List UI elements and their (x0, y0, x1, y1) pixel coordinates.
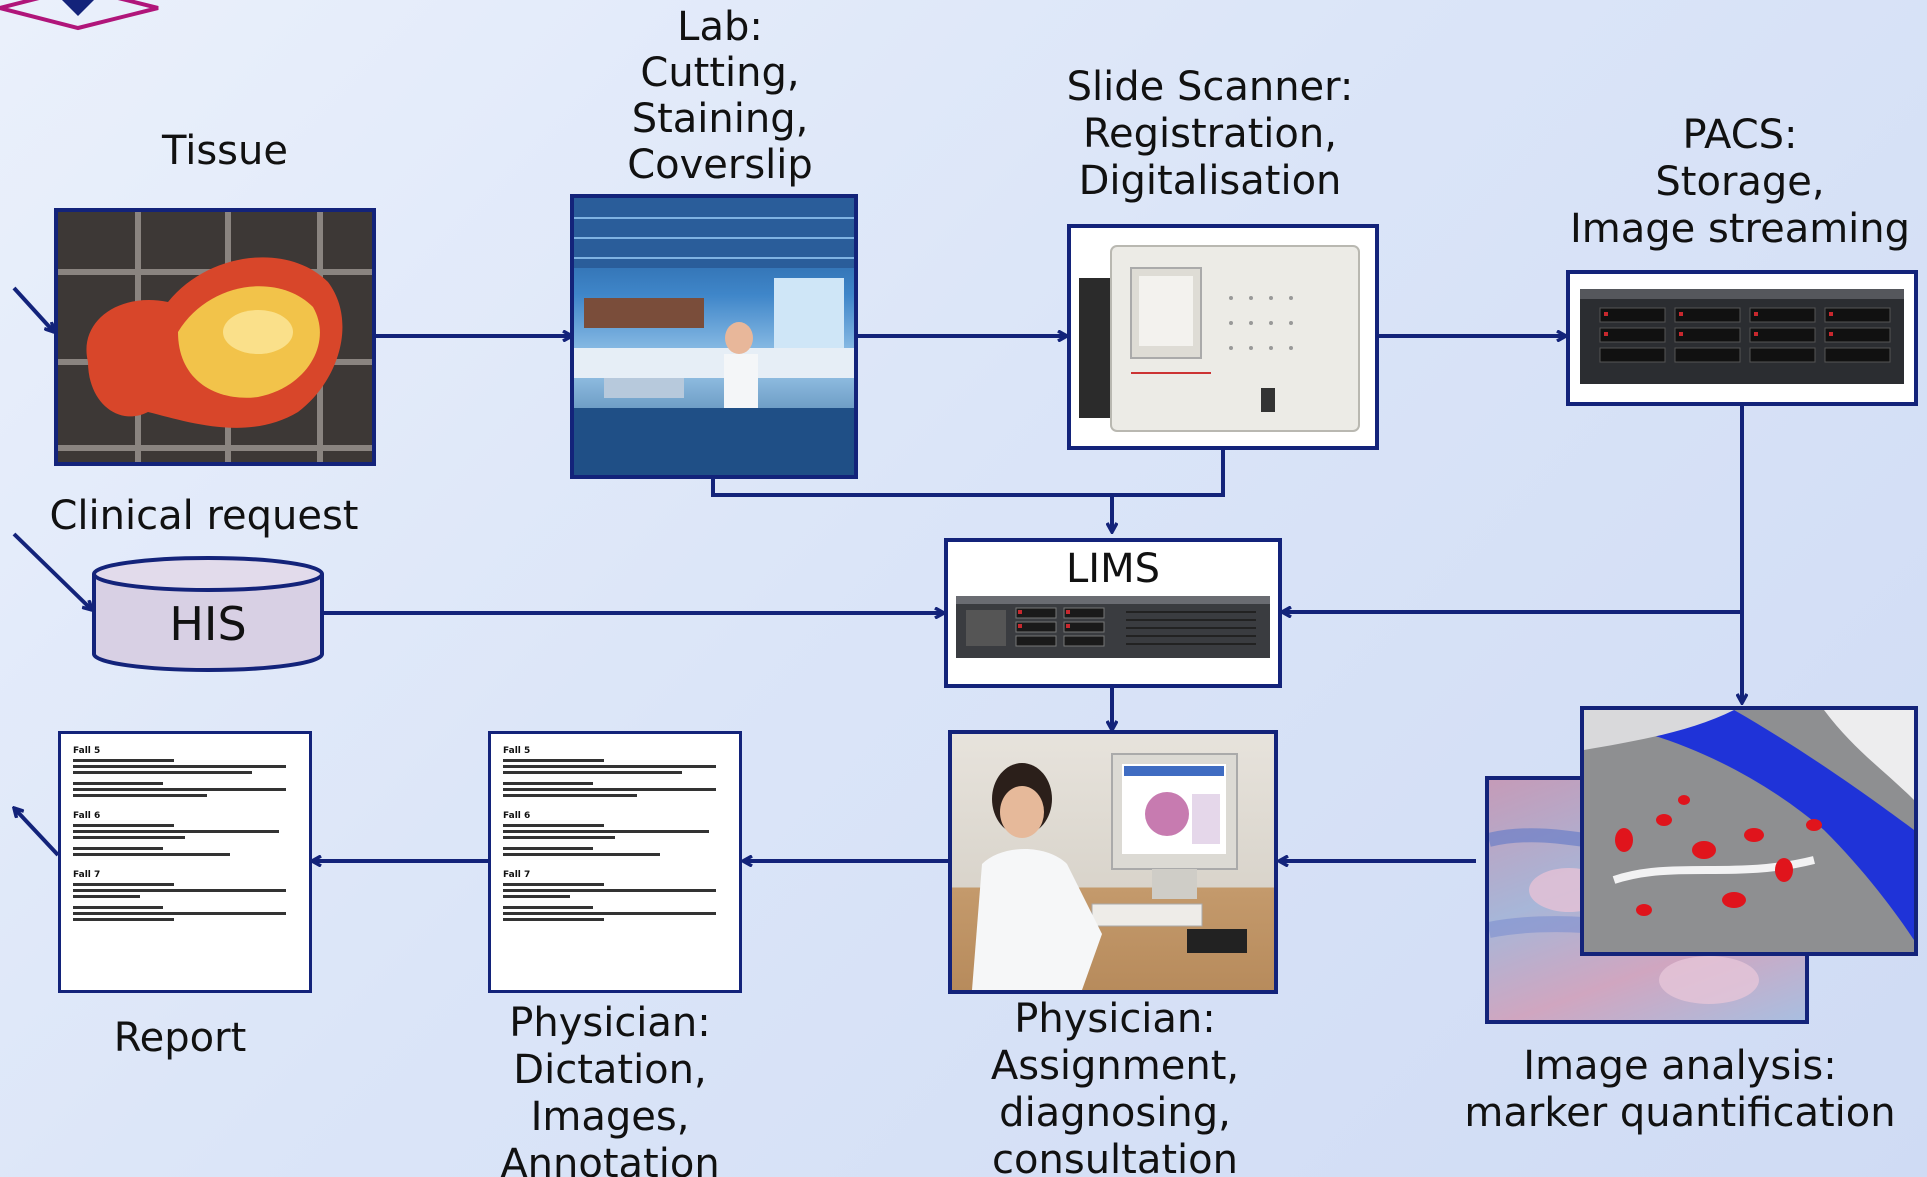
clinical-request-label: Clinical request (49, 493, 359, 539)
doc-heading: Fall 7 (73, 870, 101, 880)
tissue-photo (54, 208, 376, 466)
image-analysis-label: Image analysis: marker quantification (1464, 1043, 1896, 1136)
lims-node: LIMS (944, 538, 1282, 688)
arrow-in-tissue (12, 286, 54, 332)
slide-scanner-image (1067, 224, 1379, 450)
doc-heading: Fall 5 (503, 746, 531, 756)
arrow-report-out (14, 808, 60, 857)
his-database: HIS (92, 556, 324, 674)
image-analysis-front (1580, 706, 1918, 956)
lims-server-icon (956, 596, 1270, 658)
physician-workstation-photo (948, 730, 1278, 994)
logo-mark (0, 0, 159, 31)
doc-heading: Fall 7 (503, 870, 531, 880)
doc-heading: Fall 6 (73, 811, 101, 821)
connector-lab-scanner-lims (711, 450, 1225, 497)
dictation-document: Fall 5 Fall 6 Fall 7 (488, 731, 742, 993)
lab-photo (570, 194, 858, 479)
assignment-label: Physician: Assignment, diagnosing, consu… (990, 996, 1240, 1177)
dictation-label: Physician: Dictation, Images, Annotation (500, 1000, 720, 1177)
report-label: Report (113, 1015, 247, 1061)
pacs-server-image (1566, 270, 1918, 406)
doc-heading: Fall 5 (73, 746, 101, 756)
his-label: HIS (169, 597, 247, 651)
pacs-label: PACS: Storage, Image streaming (1570, 112, 1911, 252)
doc-heading: Fall 6 (503, 811, 531, 821)
lab-label: Lab: Cutting, Staining, Coverslip (627, 4, 813, 188)
tissue-label: Tissue (162, 128, 288, 174)
lims-label: LIMS (1066, 546, 1160, 592)
report-document: Fall 5 Fall 6 Fall 7 (58, 731, 312, 993)
arrow-in-his (12, 532, 92, 610)
scanner-label: Slide Scanner: Registration, Digitalisat… (1066, 64, 1354, 204)
